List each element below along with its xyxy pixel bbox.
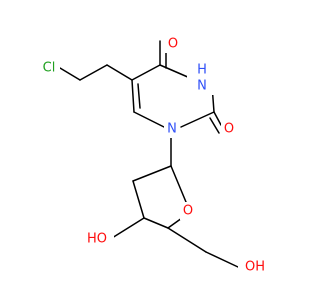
atom-o-c4-label: O xyxy=(168,37,178,52)
atom-o-c4-background xyxy=(165,35,181,53)
molecule-structure-diagram: Cl O H N O N O HO OH xyxy=(38,35,272,276)
atom-oh-5prime-label: OH xyxy=(245,260,265,275)
atom-n1-background xyxy=(164,120,180,138)
bond-c3prime-oh xyxy=(111,217,145,239)
bond-c4prime-c5prime xyxy=(167,227,207,253)
bond-c4prime-o xyxy=(167,217,183,229)
bond-c2-o xyxy=(213,111,222,126)
atom-cl-background xyxy=(38,59,60,77)
atom-o-c2-label: O xyxy=(224,122,234,137)
atom-o-ring-label: O xyxy=(183,204,193,219)
bond-c1prime-o xyxy=(170,165,187,203)
bond-cl-ch2 xyxy=(59,67,81,81)
atom-o-c2-background xyxy=(221,120,237,138)
bond-ch2-ch2 xyxy=(79,64,108,81)
bond-n1-c6 xyxy=(133,111,165,128)
atom-nh-nitrogen-label: N xyxy=(197,79,207,94)
atom-nh-hydrogen-label: H xyxy=(197,63,207,78)
atom-n1-label: N xyxy=(167,122,177,137)
bond-c5prime-oh xyxy=(205,251,239,268)
bond-layer xyxy=(59,40,239,268)
bond-ch2-c5 xyxy=(106,64,133,81)
atom-nh-background xyxy=(187,61,219,95)
atom-o-ring-background xyxy=(180,202,196,220)
atom-cl-label: Cl xyxy=(43,61,56,76)
atom-ho-3prime-label: HO xyxy=(87,232,107,247)
bond-c6-c5-inner xyxy=(137,83,141,109)
bond-c2-o-double xyxy=(209,117,220,134)
bond-c3prime-c4prime xyxy=(143,217,169,229)
bond-c2prime-c3prime xyxy=(132,180,145,219)
atom-oh-5prime-background xyxy=(238,258,272,276)
bond-c1prime-c2prime xyxy=(132,165,172,182)
bond-c5-c4 xyxy=(131,64,161,81)
atom-label-layer: Cl O H N O N O HO OH xyxy=(38,35,272,276)
bond-c2-n1 xyxy=(180,111,215,128)
bond-c4-n3 xyxy=(159,64,191,79)
atom-ho-3prime-background xyxy=(80,230,114,248)
bond-c6-c5 xyxy=(131,79,135,113)
